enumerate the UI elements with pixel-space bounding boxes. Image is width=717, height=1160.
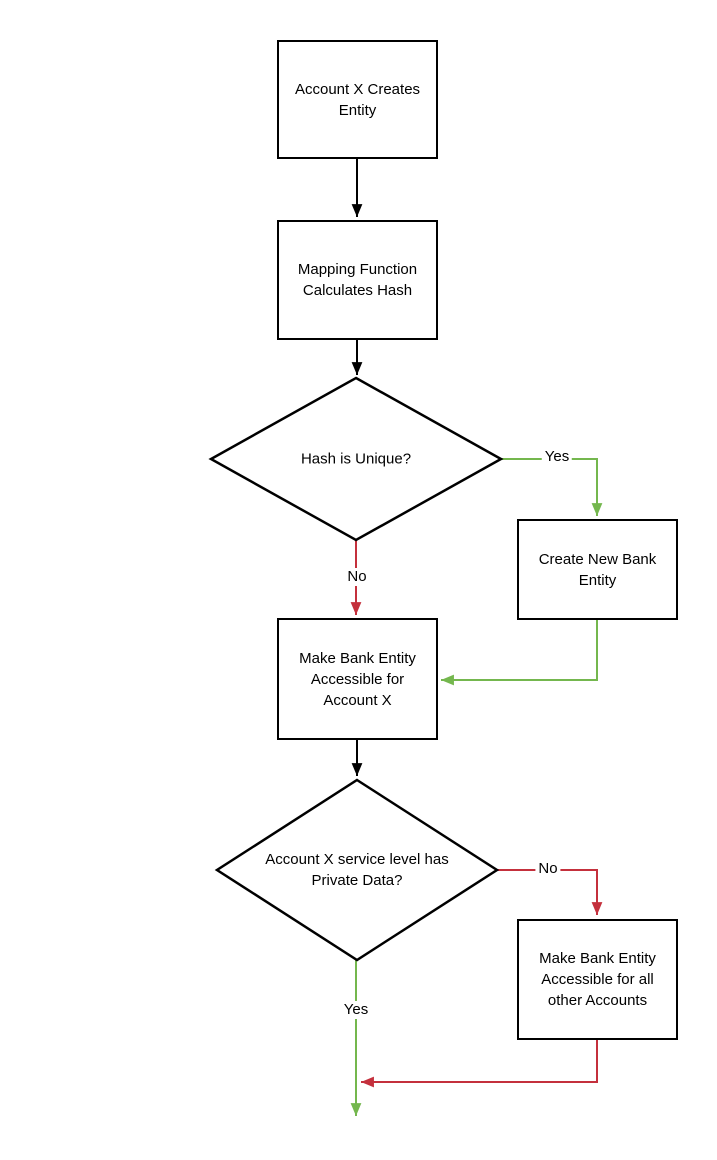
node-create-new-bank-entity: Create New Bank Entity: [517, 519, 678, 620]
node-label: Mapping Function Calculates Hash: [297, 261, 418, 299]
node-account-x-creates-entity: Account X Creates Entity: [277, 40, 438, 159]
node-label: Make Bank Entity Accessible for Account …: [299, 649, 416, 709]
node-private-data-label: Account X service level has Private Data…: [265, 851, 449, 889]
edge-label-no-private-data: No: [535, 860, 561, 878]
edge-accessible-all-to-exit: [361, 1039, 598, 1088]
decision-hash-is-unique-shape: [208, 376, 504, 542]
node-label: Account X Creates Entity: [294, 80, 421, 119]
edge-private-data-no: [497, 869, 603, 915]
node-hash-is-unique-label: Hash is Unique?: [300, 450, 412, 468]
edge-create-new-to-accessible-x: [441, 620, 598, 686]
edge-hash-unique-yes: [501, 458, 603, 516]
edge-label-yes-hash-unique: Yes: [541, 448, 573, 466]
node-make-bank-entity-accessible-for-all-other-accounts: Make Bank Entity Accessible for all othe…: [517, 919, 678, 1040]
node-label: Make Bank Entity Accessible for all othe…: [539, 950, 656, 1009]
edge-label-yes-private-data: Yes: [340, 1001, 372, 1019]
node-make-bank-entity-accessible-for-account-x: Make Bank Entity Accessible for Account …: [277, 618, 438, 740]
node-label: Create New Bank Entity: [538, 550, 657, 589]
decision-private-data-shape: [214, 778, 500, 962]
edge-label-no-hash-unique: No: [344, 568, 370, 586]
node-mapping-function-calculates-hash: Mapping Function Calculates Hash: [277, 220, 438, 340]
